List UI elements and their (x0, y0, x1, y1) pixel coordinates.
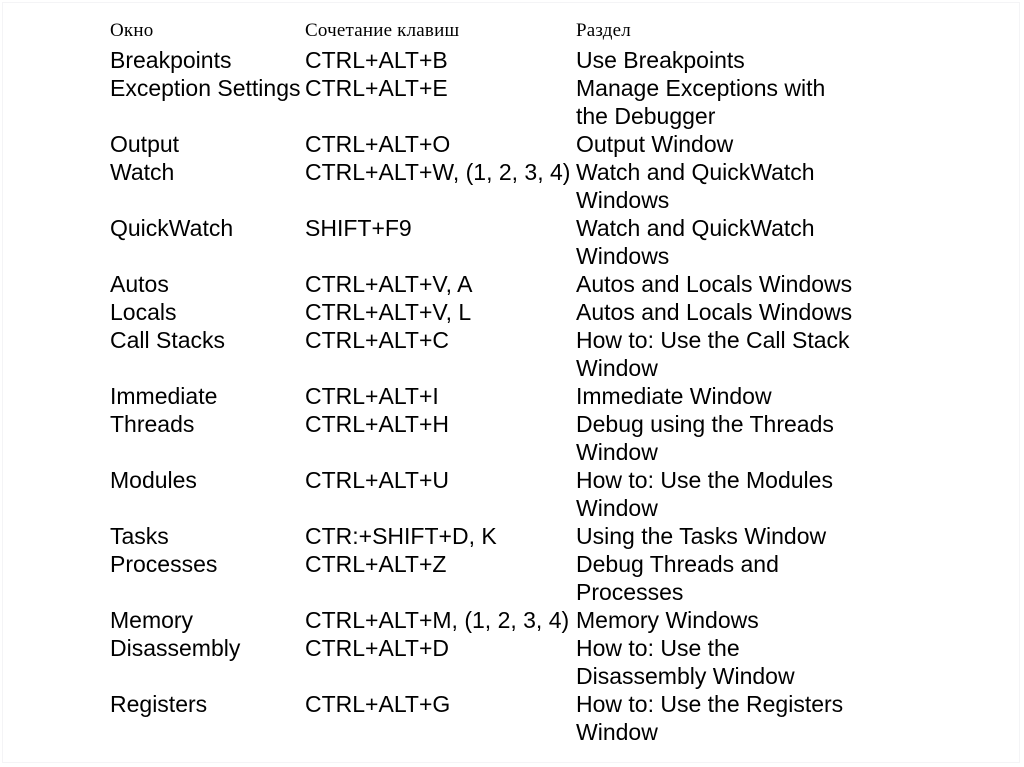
section-link-cell: How to: Use the Disassembly Window (576, 635, 795, 689)
window-name-cell: Output (110, 131, 180, 157)
table-row: Breakpoints CTRL+ALT+B Use Breakpoints (110, 46, 990, 74)
table-row: QuickWatch SHIFT+F9 Watch and QuickWatch W… (110, 214, 990, 270)
window-name-cell: Tasks (110, 523, 169, 549)
section-link-cell: Immediate Window (576, 383, 772, 409)
section-link-cell: Manage Exceptions with the Debugger (576, 75, 826, 129)
column-header-keys: Сочетание клавиш (305, 20, 460, 41)
key-combination-cell: SHIFT+F9 (305, 215, 412, 241)
debugger-shortcuts-table: Окно Сочетание клавиш Раздел Breakpoints… (110, 18, 990, 746)
section-link-cell: Use Breakpoints (576, 47, 745, 73)
table-header-row: Окно Сочетание клавиш Раздел (110, 18, 990, 46)
key-combination-cell: CTR:+SHIFT+D, K (305, 523, 497, 549)
window-name-cell: Threads (110, 411, 195, 437)
table-row: Call Stacks CTRL+ALT+C How to: Use the Cal… (110, 326, 990, 382)
window-name-cell: Call Stacks (110, 327, 226, 353)
key-combination-cell: CTRL+ALT+Z (305, 551, 447, 577)
section-link-cell: How to: Use the Registers Window (576, 691, 844, 745)
key-combination-cell: CTRL+ALT+M, (1, 2, 3, 4) (305, 607, 570, 633)
table-row: Autos CTRL+ALT+V, A Autos and Locals Windo… (110, 270, 990, 298)
window-name-cell: Watch (110, 159, 175, 185)
table-row: Output CTRL+ALT+O Output Window (110, 130, 990, 158)
table-row: Modules CTRL+ALT+U How to: Use the Modules… (110, 466, 990, 522)
key-combination-cell: CTRL+ALT+D (305, 635, 450, 661)
key-combination-cell: CTRL+ALT+W, (1, 2, 3, 4) (305, 159, 571, 185)
key-combination-cell: CTRL+ALT+V, A (305, 271, 473, 297)
window-name-cell: Disassembly (110, 635, 241, 661)
window-name-cell: Locals (110, 299, 177, 325)
table-row: Processes CTRL+ALT+Z Debug Threads and Pro… (110, 550, 990, 606)
table-row: Disassembly CTRL+ALT+D How to: Use the Dis… (110, 634, 990, 690)
table-row: Threads CTRL+ALT+H Debug using the Threads… (110, 410, 990, 466)
table-row: Immediate CTRL+ALT+I Immediate Window (110, 382, 990, 410)
window-name-cell: Memory (110, 607, 194, 633)
table-row: Memory CTRL+ALT+M, (1, 2, 3, 4)Memory Win… (110, 606, 990, 634)
section-link-cell: Output Window (576, 131, 734, 157)
window-name-cell: Exception Settings (110, 75, 301, 101)
key-combination-cell: CTRL+ALT+U (305, 467, 450, 493)
key-combination-cell: CTRL+ALT+E (305, 75, 448, 101)
section-link-cell: Watch and QuickWatch Windows (576, 159, 815, 213)
table-row: Locals CTRL+ALT+V, L Autos and Locals Wind… (110, 298, 990, 326)
section-link-cell: Watch and QuickWatch Windows (576, 215, 815, 269)
key-combination-cell: CTRL+ALT+C (305, 327, 450, 353)
key-combination-cell: CTRL+ALT+V, L (305, 299, 472, 325)
section-link-cell: How to: Use the Call Stack Window (576, 327, 850, 381)
table-header: Окно Сочетание клавиш Раздел (110, 18, 990, 46)
table-row: Watch CTRL+ALT+W, (1, 2, 3, 4)Watch and Q… (110, 158, 990, 214)
window-name-cell: QuickWatch (110, 215, 234, 241)
window-name-cell: Breakpoints (110, 47, 232, 73)
column-header-section: Раздел (576, 20, 631, 41)
window-name-cell: Autos (110, 271, 169, 297)
window-name-cell: Modules (110, 467, 197, 493)
section-link-cell: Using the Tasks Window (576, 523, 827, 549)
section-link-cell: Autos and Locals Windows (576, 299, 853, 325)
section-link-cell: Autos and Locals Windows (576, 271, 853, 297)
window-name-cell: Registers (110, 691, 208, 717)
key-combination-cell: CTRL+ALT+O (305, 131, 451, 157)
section-link-cell: Memory Windows (576, 607, 759, 633)
window-name-cell: Processes (110, 551, 218, 577)
key-combination-cell: CTRL+ALT+H (305, 411, 450, 437)
column-header-window: Окно (110, 20, 154, 41)
section-link-cell: Debug Threads and Processes (576, 551, 779, 605)
key-combination-cell: CTRL+ALT+B (305, 47, 448, 73)
section-link-cell: How to: Use the Modules Window (576, 467, 833, 521)
section-link-cell: Debug using the Threads Window (576, 411, 834, 465)
window-name-cell: Immediate (110, 383, 218, 409)
key-combination-cell: CTRL+ALT+I (305, 383, 439, 409)
table-row: Tasks CTR:+SHIFT+D, K Using the Tasks Wind… (110, 522, 990, 550)
table-row: Registers CTRL+ALT+G How to: Use the Regis… (110, 690, 990, 746)
key-combination-cell: CTRL+ALT+G (305, 691, 451, 717)
